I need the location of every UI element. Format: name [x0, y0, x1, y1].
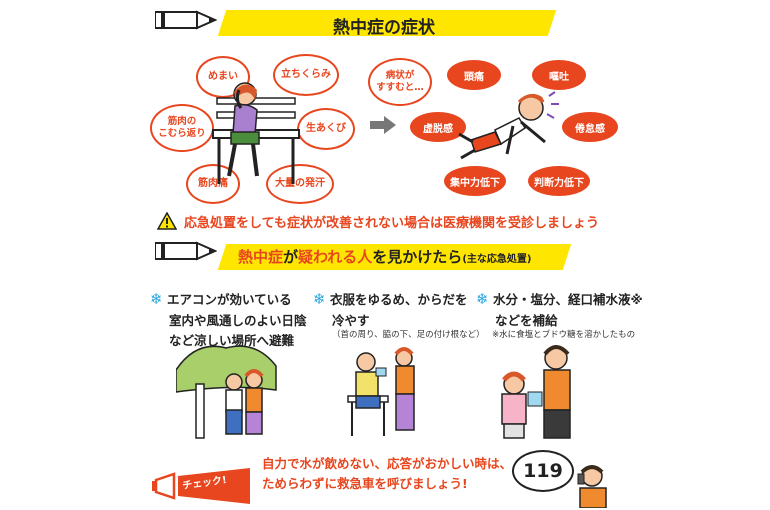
woman-on-bench-illustration [212, 82, 300, 184]
symptom-sweating: 大量の発汗 [266, 164, 334, 204]
snowflake-icon: ❄ [476, 290, 489, 308]
caution-text: 応急処置をしても症状が改善されない場合は医療機関を受診しましょう [184, 216, 599, 231]
snowflake-icon: ❄ [313, 290, 326, 308]
pencil-icon [155, 10, 217, 30]
symptom-lightheaded: 立ちくらみ [273, 54, 339, 96]
progress-label: 病状が すすむと… [368, 58, 432, 106]
symptom-fatigue: 倦怠感 [562, 112, 618, 142]
pencil-icon [155, 241, 217, 261]
symptom-yawn: 生あくび [297, 108, 355, 150]
check-line1: 自力で水が飲めない、応答がおかしい時は、 [262, 456, 513, 471]
title-heatstroke: 熱中症 [238, 248, 284, 266]
snowflake-icon: ❄ [150, 290, 163, 308]
symptom-dizziness: めまい [196, 56, 250, 98]
tip-cool-body: ❄ 衣服をゆるめ、からだを 冷やす [313, 290, 468, 329]
title-suspected-person: 疑われる人 [298, 248, 373, 266]
tip-cool-body-note: （首の周り、脇の下、足の付け根など） [332, 330, 485, 340]
check-message: 自力で水が飲めない、応答がおかしい時は、 ためらわずに救急車を呼びましょう! [262, 454, 512, 494]
title-when-seen: を見かけたら [372, 248, 463, 266]
symptom-lethargy: 虚脱感 [410, 112, 466, 142]
symptom-poor-judgment: 判断力低下 [528, 166, 590, 196]
section2-title: 熱中症が疑われる人を見かけたら(主な応急処置) [238, 246, 531, 267]
symptom-low-concentration: 集中力低下 [444, 166, 506, 196]
collapsed-boy-illustration [458, 91, 559, 160]
tip-hydrate: ❄ 水分・塩分、経口補水液※ などを補給 [476, 290, 643, 329]
symptom-cramp: 筋肉の こむら返り [150, 104, 214, 152]
cooling-illustration [347, 347, 415, 436]
megaphone-icon [152, 468, 250, 504]
tip-hydrate-note: ※水に食塩とブドウ糖を溶かしたもの [492, 330, 636, 340]
tip-evacuate: ❄ エアコンが効いている 室内や風通しのよい日陰 など涼しい場所へ避難 [150, 290, 307, 348]
symptom-headache: 頭痛 [447, 60, 501, 90]
section1-title: 熱中症の症状 [333, 18, 435, 38]
caller-illustration [577, 465, 607, 508]
symptom-vomiting: 嘔吐 [532, 60, 586, 90]
warning-icon [157, 212, 177, 230]
title-particle: が [283, 248, 299, 266]
arrow-right-icon [370, 116, 396, 134]
symptom-muscle-pain: 筋肉痛 [186, 164, 240, 204]
shade-tree-illustration [176, 345, 277, 439]
check-line2: ためらわずに救急車を呼びましょう! [262, 476, 468, 491]
emergency-number-badge: 119 [512, 450, 574, 492]
title-note: (主な応急処置) [462, 254, 532, 265]
hydration-illustration [501, 345, 571, 439]
